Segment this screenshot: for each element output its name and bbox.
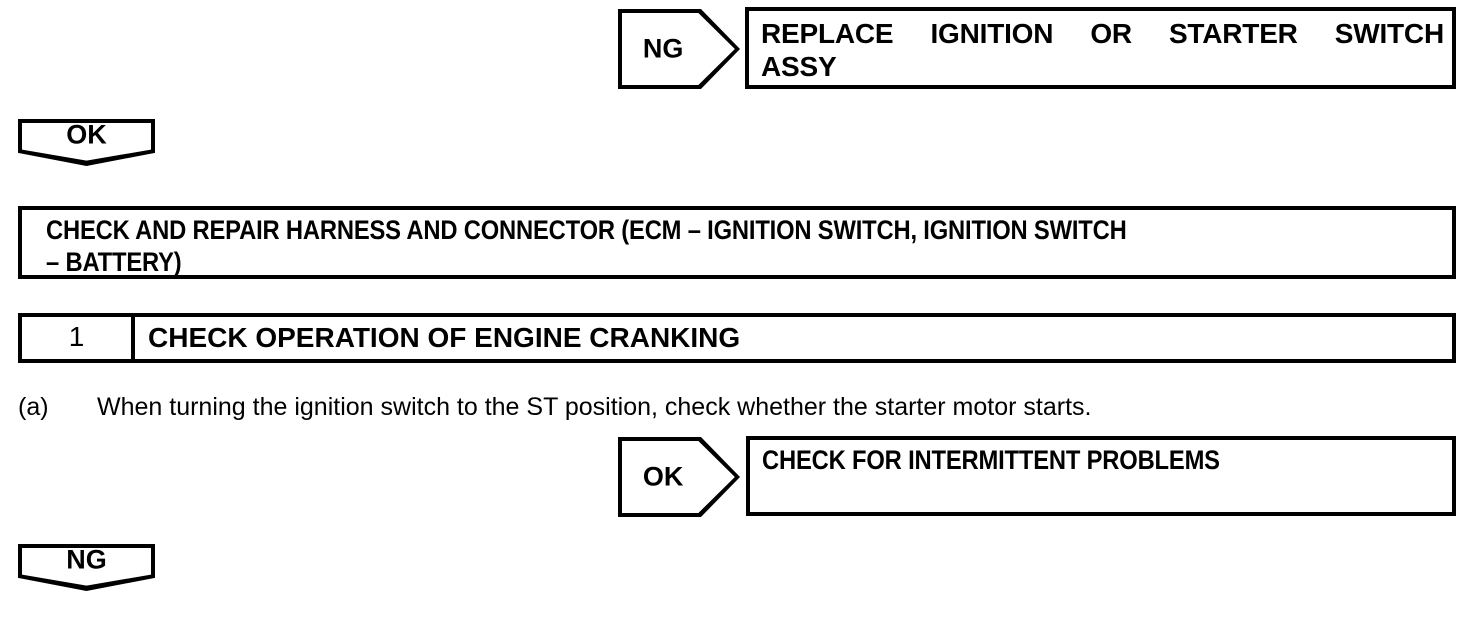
step-number-cell: 1: [22, 317, 135, 359]
badge-ng-connector: NG: [18, 544, 155, 591]
step-number: 1: [68, 321, 85, 352]
word-ignition: IGNITION: [930, 18, 1054, 49]
harness-box-line2: – BATTERY): [46, 246, 182, 277]
result-box-top-text: REPLACE IGNITION OR STARTER SWITCH ASSY: [761, 17, 1444, 83]
harness-box-line1: CHECK AND REPAIR HARNESS AND CONNECTOR (…: [46, 215, 1127, 245]
result-box-top-line2: ASSY: [761, 51, 837, 83]
badge-ng-connector-label: NG: [66, 544, 107, 575]
badge-ng-top-label: NG: [642, 33, 684, 64]
result-box-bottom-text: CHECK FOR INTERMITTENT PROBLEMS: [762, 445, 1220, 475]
instruction-row: (a) When turning the ignition switch to t…: [18, 393, 1418, 422]
result-box-check-for-intermittent-problems: CHECK FOR INTERMITTENT PROBLEMS: [746, 436, 1456, 516]
word-replace: REPLACE: [761, 18, 894, 49]
badge-ng-top: NG: [618, 9, 740, 89]
result-box-replace-ignition-or-starter-switch: REPLACE IGNITION OR STARTER SWITCH ASSY: [745, 7, 1456, 89]
word-or: OR: [1090, 18, 1132, 49]
badge-ok-bottom-label: OK: [642, 461, 684, 492]
word-starter: STARTER: [1168, 18, 1298, 49]
step-title: CHECK OPERATION OF ENGINE CRANKING: [148, 322, 741, 353]
badge-ok-connector-label: OK: [66, 119, 107, 150]
instruction-marker: (a): [18, 393, 49, 421]
badge-ok-bottom: OK: [618, 437, 740, 517]
action-box-check-and-repair-harness: CHECK AND REPAIR HARNESS AND CONNECTOR (…: [18, 206, 1456, 279]
badge-ok-connector: OK: [18, 119, 155, 166]
instruction-text: When turning the ignition switch to the …: [97, 393, 1092, 421]
harness-box-text: CHECK AND REPAIR HARNESS AND CONNECTOR (…: [46, 215, 1446, 279]
word-switch: SWITCH: [1334, 18, 1444, 49]
step-bar-1: 1 CHECK OPERATION OF ENGINE CRANKING: [18, 313, 1456, 363]
result-box-top-line1: REPLACE IGNITION OR STARTER SWITCH: [761, 17, 1444, 50]
